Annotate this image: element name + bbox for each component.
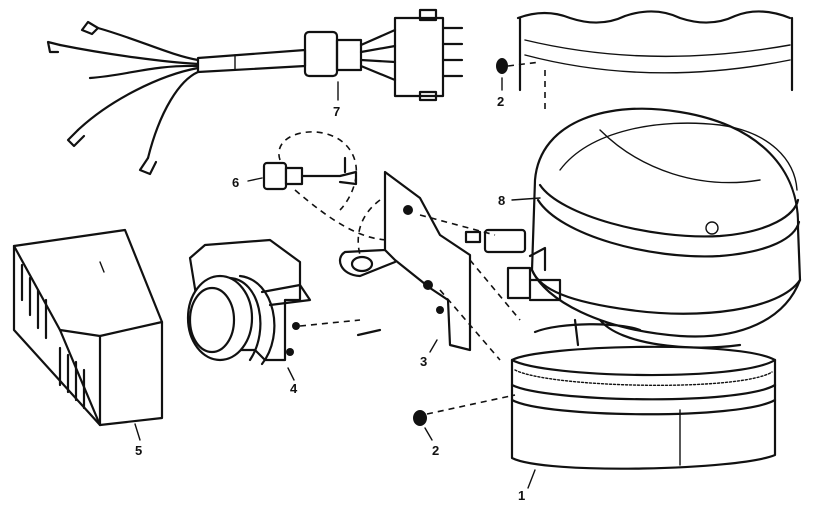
leader-3 [429, 339, 438, 353]
lower-housing [510, 318, 777, 470]
leader-2-bottom [424, 427, 433, 441]
callout-7: 7 [333, 104, 340, 119]
motor-dome [530, 107, 802, 349]
callout-3: 3 [420, 354, 427, 369]
leader-5 [134, 423, 141, 441]
callout-5: 5 [135, 443, 142, 458]
wire-harness [46, 8, 464, 176]
upper-duct [516, 10, 794, 110]
leader-8 [511, 197, 541, 201]
callout-2-top: 2 [497, 94, 504, 109]
callout-2-bottom: 2 [432, 443, 439, 458]
callout-4: 4 [290, 381, 298, 396]
motor-clips [483, 228, 562, 302]
screw-bottom [413, 394, 516, 426]
leader-4 [287, 367, 295, 381]
capacitor-plug [262, 131, 391, 241]
callout-1: 1 [518, 488, 525, 503]
leader-6 [247, 177, 263, 182]
cover [12, 228, 164, 427]
callout-8: 8 [498, 193, 505, 208]
timer-motor [186, 238, 382, 366]
leader-1 [527, 469, 536, 489]
callout-6: 6 [232, 175, 239, 190]
bracket [338, 170, 521, 361]
screw-top [496, 58, 541, 74]
